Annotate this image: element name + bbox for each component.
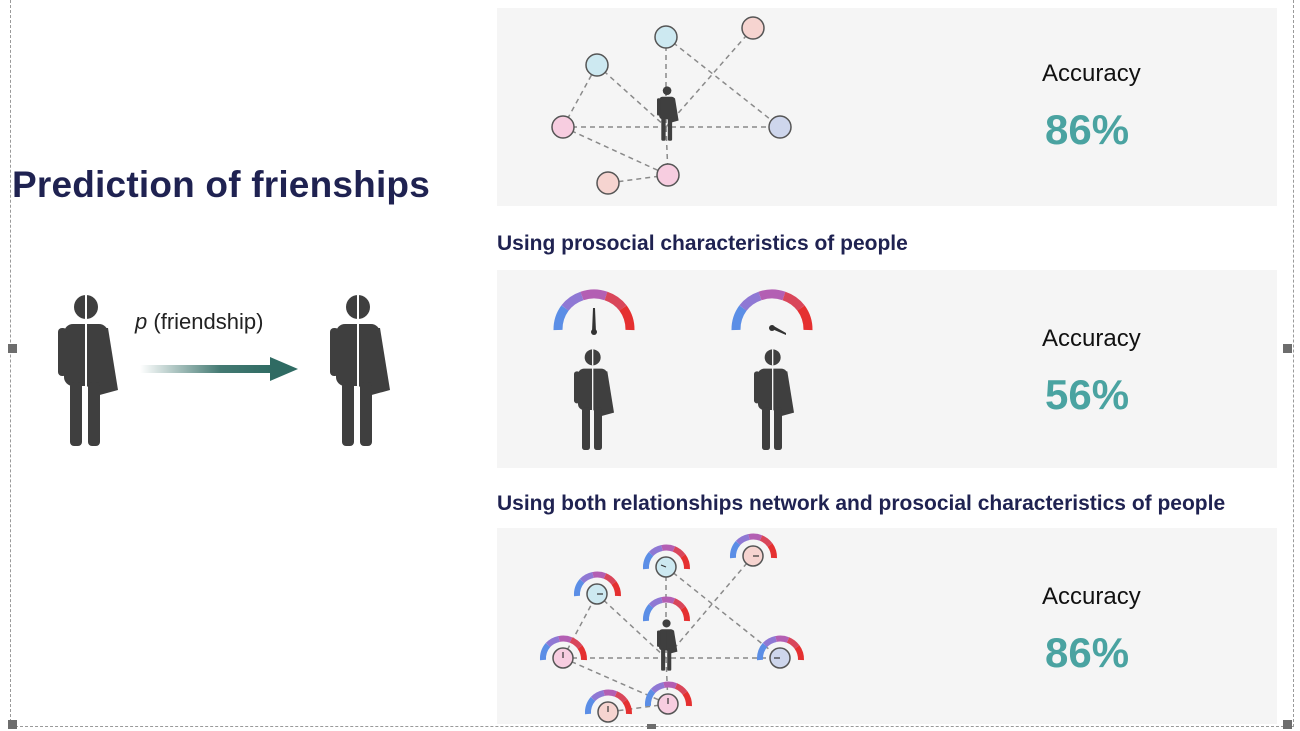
network-node bbox=[596, 171, 620, 195]
person-icon-left bbox=[58, 295, 118, 446]
gauge-icon bbox=[731, 289, 813, 335]
accuracy-label: Accuracy bbox=[1042, 583, 1141, 610]
resize-handle-bottom-left[interactable] bbox=[8, 720, 17, 729]
arrow-right-icon bbox=[140, 357, 298, 381]
network-node bbox=[768, 115, 792, 139]
accuracy-label: Accuracy bbox=[1042, 60, 1141, 87]
network-node bbox=[551, 115, 575, 139]
page-title: Prediction of frienships bbox=[12, 164, 431, 205]
gauge-icon bbox=[553, 289, 635, 335]
resize-handle-left[interactable] bbox=[8, 344, 17, 353]
accuracy-value: 86% bbox=[1045, 629, 1130, 676]
friendship-text: (friendship) bbox=[153, 309, 264, 334]
combined-panel bbox=[497, 528, 1277, 724]
accuracy-value: 86% bbox=[1045, 106, 1130, 153]
accuracy-label: Accuracy bbox=[1042, 325, 1141, 352]
network-panel bbox=[497, 8, 1277, 206]
network-node bbox=[585, 53, 609, 77]
network-node bbox=[656, 163, 680, 187]
person-icon bbox=[574, 349, 614, 450]
resize-handle-bottom-right[interactable] bbox=[1283, 720, 1292, 729]
section-label: Using prosocial characteristics of peopl… bbox=[497, 232, 908, 255]
person-icon-right bbox=[330, 295, 390, 446]
accuracy-value: 56% bbox=[1045, 371, 1130, 418]
combined-network-diagram bbox=[540, 536, 820, 723]
center-person-icon bbox=[657, 619, 678, 671]
friendship-probability-label: p (friendship) bbox=[135, 309, 263, 335]
section-label: Using both relationships network and pro… bbox=[497, 492, 1226, 515]
network-node bbox=[654, 25, 678, 49]
relationship-network-diagram bbox=[551, 16, 792, 195]
probability-variable: p bbox=[135, 309, 148, 334]
network-node bbox=[741, 16, 765, 40]
prosocial-panel bbox=[497, 270, 1277, 468]
resize-handle-bottom[interactable] bbox=[647, 720, 656, 729]
person-icon bbox=[754, 349, 794, 450]
center-person-icon bbox=[657, 86, 679, 141]
resize-handle-right[interactable] bbox=[1283, 344, 1292, 353]
